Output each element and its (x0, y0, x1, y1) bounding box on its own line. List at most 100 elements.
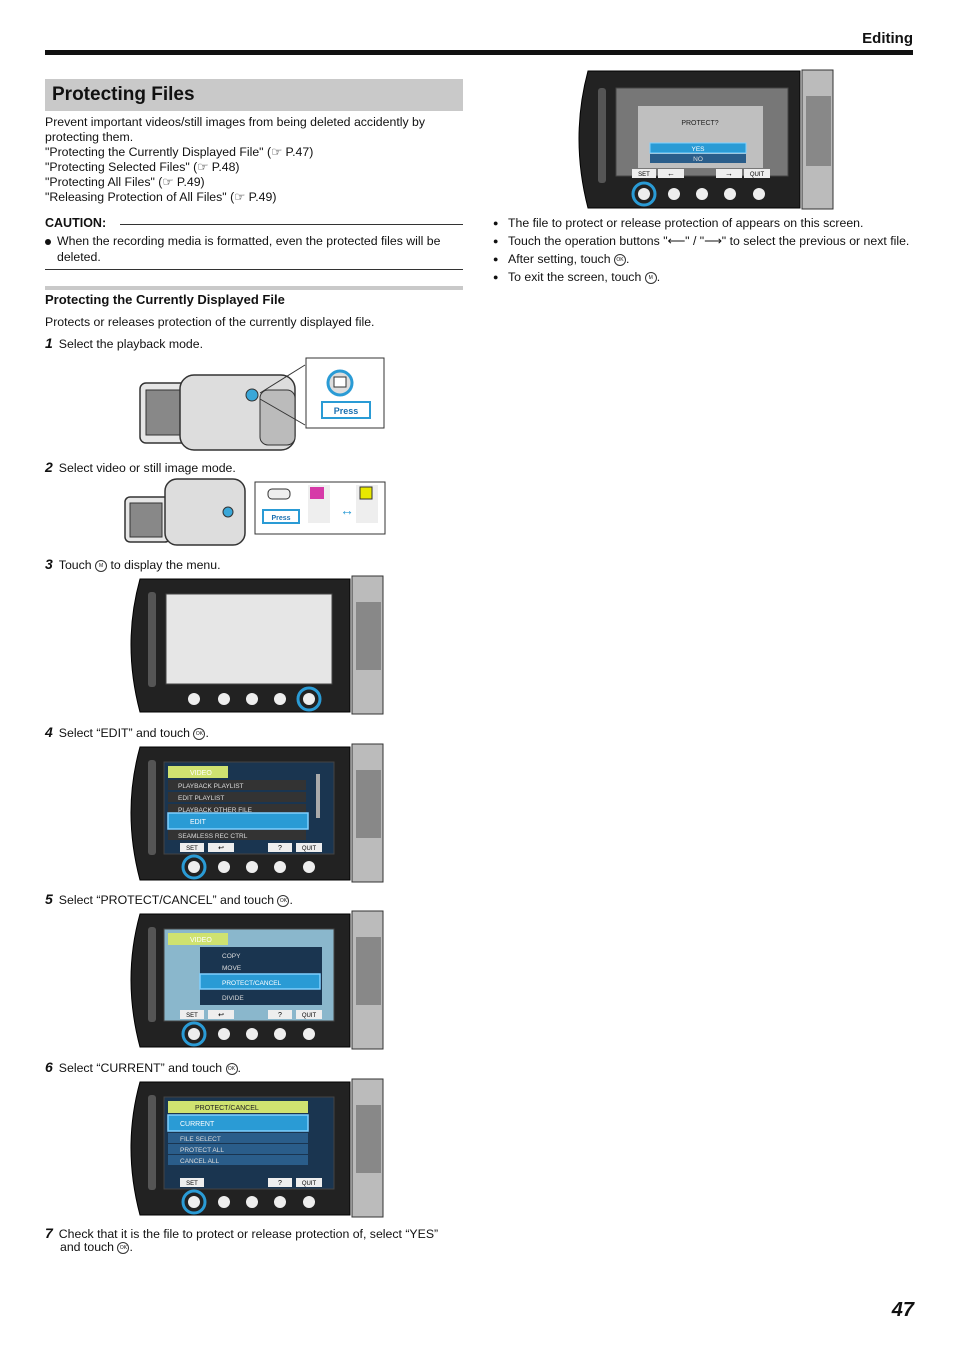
menu-item-selected[interactable]: CURRENT (180, 1121, 215, 1128)
subsection-bar (45, 286, 463, 290)
ok-icon: OK (117, 1241, 130, 1254)
bullet-item: Touch the operation buttons "⟵" / "⟶" to… (493, 234, 913, 249)
bullet-icon (45, 238, 51, 245)
bullet-item: To exit the screen, touch M. (493, 270, 913, 285)
step-number: 6 (45, 1059, 53, 1075)
intro-line: protecting them. (45, 130, 134, 144)
next-arrow-icon[interactable]: → (725, 169, 733, 178)
step-text: and touch (60, 1240, 118, 1254)
step-number: 4 (45, 724, 53, 740)
link-release-all[interactable]: "Releasing Protection of All Files" (☞ P… (45, 190, 277, 204)
ok-icon: OK (613, 253, 626, 266)
step-7: 7 Check that it is the file to protect or… (45, 1225, 465, 1254)
mode-switch-illustration: Press ↔ (124, 478, 386, 546)
ok-icon: OK (193, 727, 206, 740)
lcd-screen-step3 (130, 575, 384, 715)
step-text: Touch (58, 558, 96, 572)
press-label: Press (334, 406, 359, 416)
section-label: Editing (862, 30, 913, 47)
menu-item[interactable]: EDIT PLAYLIST (178, 795, 224, 802)
header-rule (45, 50, 913, 55)
menu-item[interactable]: DIVIDE (222, 995, 244, 1002)
step-number: 2 (45, 459, 53, 475)
ok-icon: OK (225, 1062, 238, 1075)
menu-item-selected[interactable]: PROTECT/CANCEL (222, 980, 282, 987)
step-3: 3 Touch M to display the menu. (45, 556, 221, 572)
step-2: 2 Select video or still image mode. (45, 459, 236, 475)
help-button[interactable]: ? (278, 845, 282, 852)
menu-title: PROTECT/CANCEL (195, 1105, 259, 1112)
bullet-item: The file to protect or release protectio… (493, 216, 913, 231)
subsection-title: Protecting the Currently Displayed File (45, 292, 285, 307)
step-text: Select “EDIT” and touch (58, 726, 194, 740)
set-button[interactable]: SET (186, 846, 198, 852)
camcorder-illustration: Press (139, 357, 385, 451)
set-button[interactable]: SET (186, 1181, 198, 1187)
back-icon[interactable]: ↩ (218, 845, 224, 852)
no-option[interactable]: NO (693, 156, 703, 163)
menu-item[interactable]: COPY (222, 953, 241, 960)
link-selected-files[interactable]: "Protecting Selected Files" (☞ P.48) (45, 160, 240, 174)
step-1: 1 Select the playback mode. (45, 335, 203, 351)
intro-line: Prevent important videos/still images fr… (45, 115, 426, 129)
quit-button[interactable]: QUIT (302, 1181, 317, 1187)
step-text: . (289, 893, 293, 907)
step-text: . (129, 1240, 133, 1254)
set-button[interactable]: SET (186, 1013, 198, 1019)
press-label: Press (271, 515, 290, 522)
link-all-files[interactable]: "Protecting All Files" (☞ P.49) (45, 175, 205, 189)
menu-icon: M (644, 271, 657, 284)
step-number: 3 (45, 556, 53, 572)
step-text: Select video or still image mode. (58, 461, 236, 475)
menu-item[interactable]: PLAYBACK OTHER FILE (178, 807, 253, 814)
lcd-screen-step5: VIDEO COPY MOVE PROTECT/CANCEL DIVIDE SE… (130, 910, 384, 1050)
bullet-text: After setting, touch (508, 252, 611, 266)
menu-item[interactable]: PLAYBACK PLAYLIST (178, 783, 244, 790)
menu-icon: M (95, 559, 108, 572)
step-text: Select “CURRENT” and touch (58, 1061, 226, 1075)
menu-item[interactable]: PROTECT ALL (180, 1147, 224, 1154)
page-number: 47 (891, 1299, 914, 1321)
set-button[interactable]: SET (638, 172, 650, 178)
link-current-file[interactable]: "Protecting the Currently Displayed File… (45, 145, 314, 159)
quit-button[interactable]: QUIT (302, 846, 317, 852)
subsection-desc: Protects or releases protection of the c… (45, 315, 375, 329)
previous-arrow-icon[interactable]: ← (667, 169, 675, 178)
caution-label: CAUTION: (45, 216, 107, 230)
bullet-text: To exit the screen, touch (508, 270, 642, 284)
swap-arrow-icon: ↔ (340, 502, 354, 518)
help-button[interactable]: ? (278, 1012, 282, 1019)
ok-icon: OK (277, 894, 290, 907)
caution-line-2: deleted. (57, 249, 101, 264)
step-text: . (237, 1061, 241, 1075)
caution-line-1: When the recording media is formatted, e… (57, 234, 441, 248)
bullet-item: After setting, touch OK. (493, 252, 913, 267)
menu-tab: VIDEO (190, 770, 212, 777)
yes-option[interactable]: YES (691, 146, 705, 153)
menu-item[interactable]: FILE SELECT (180, 1136, 221, 1143)
step-text: to display the menu. (107, 558, 221, 572)
step-number: 7 (45, 1225, 53, 1241)
help-button[interactable]: ? (278, 1180, 282, 1187)
menu-item[interactable]: CANCEL ALL (180, 1158, 220, 1165)
step-text: Check that it is the file to protect or … (58, 1227, 439, 1241)
quit-button[interactable]: QUIT (302, 1013, 317, 1019)
caution-text: When the recording media is formatted, e… (45, 234, 463, 265)
step-number: 1 (45, 335, 53, 351)
quit-button[interactable]: QUIT (750, 172, 765, 178)
step-text: Select the playback mode. (58, 337, 204, 351)
menu-item-selected[interactable]: EDIT (190, 819, 207, 826)
step-6: 6 Select “CURRENT” and touch OK. (45, 1059, 241, 1075)
step-text: Select “PROTECT/CANCEL” and touch (58, 893, 278, 907)
right-bullets: The file to protect or release protectio… (493, 216, 913, 288)
back-icon[interactable]: ↩ (218, 1012, 224, 1019)
lcd-screen-step6: PROTECT/CANCEL CURRENT FILE SELECT PROTE… (130, 1078, 384, 1218)
dialog-prompt: PROTECT? (681, 120, 718, 127)
page-title: Protecting Files (52, 84, 195, 105)
lcd-screen-step4: VIDEO PLAYBACK PLAYLIST EDIT PLAYLIST PL… (130, 743, 384, 883)
menu-tab: VIDEO (190, 937, 212, 944)
menu-item[interactable]: MOVE (222, 965, 242, 972)
menu-item[interactable]: SEAMLESS REC CTRL (178, 833, 248, 840)
